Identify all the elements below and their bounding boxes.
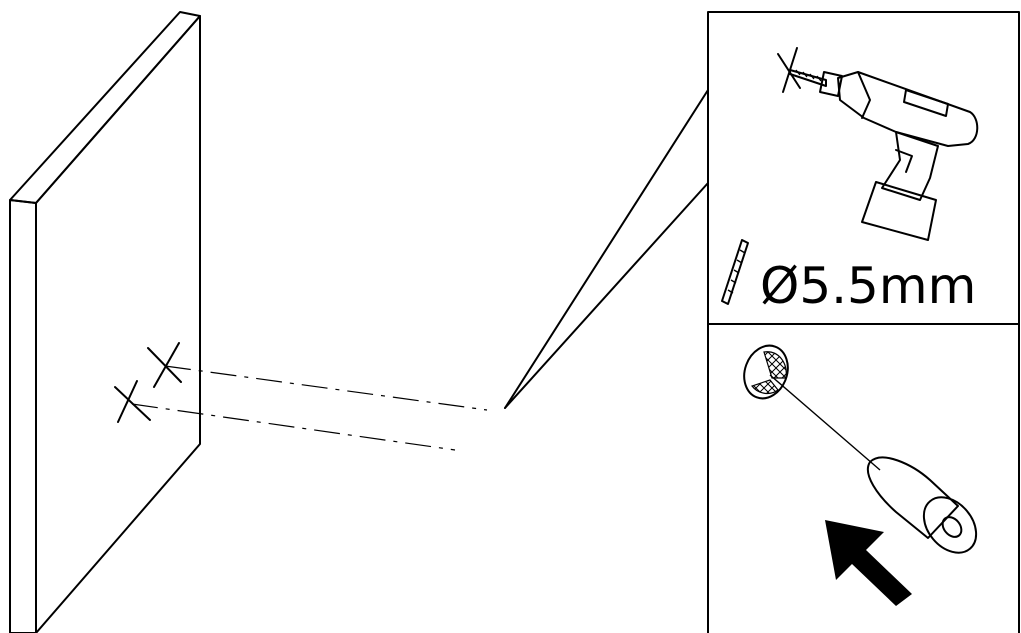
callout-panel xyxy=(707,11,1020,633)
drill-bit-size-label: Ø5.5mm xyxy=(760,257,976,315)
wall-plug-icon xyxy=(743,344,978,554)
projection-lines xyxy=(131,365,488,451)
drill-mark-cross xyxy=(114,380,151,423)
drill-mark-cross xyxy=(147,342,182,388)
wall-panel xyxy=(9,11,201,633)
insert-arrow-icon xyxy=(825,520,912,606)
callout-pointer xyxy=(504,89,709,409)
power-drill-icon xyxy=(777,47,979,241)
drill-bit-icon xyxy=(721,239,749,305)
